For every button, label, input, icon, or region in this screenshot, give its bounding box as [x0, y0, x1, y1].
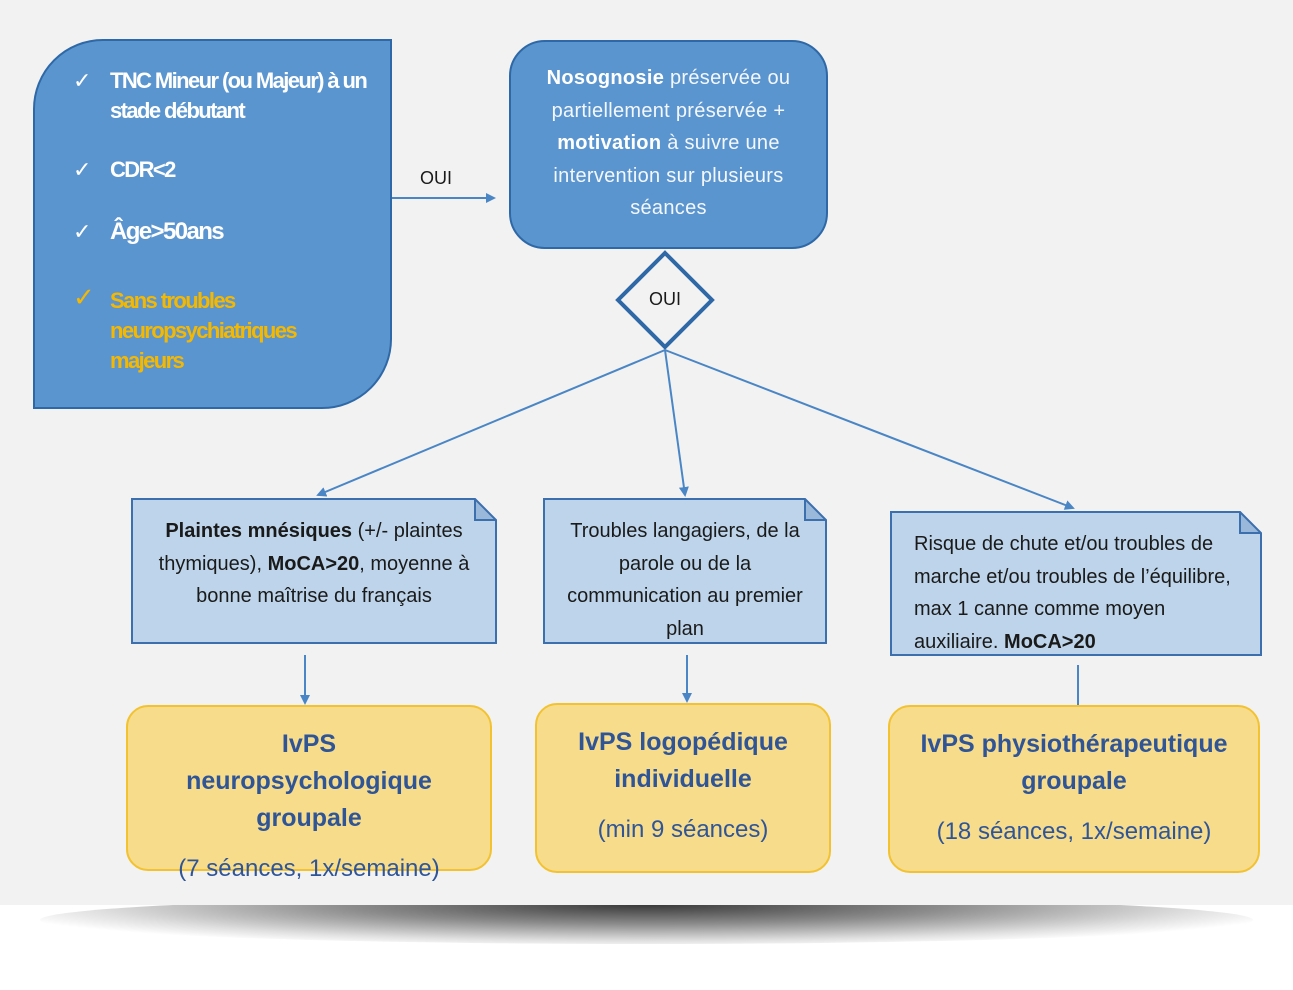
checkmark-icon: ✓: [73, 282, 95, 312]
condition-box-memory: Plaintes mnésiques (+/- plaintes thymiqu…: [131, 498, 497, 644]
intervention-detail: (18 séances, 1x/semaine): [936, 818, 1212, 845]
condition-box-mobility: Risque de chute et/ou troubles de marche…: [890, 511, 1262, 656]
checkmark-icon: ✓: [73, 219, 92, 244]
intervention-box-neuropsychology: IvPS neuropsychologique groupale (7 séan…: [126, 705, 492, 882]
criterion-text: Âge>50ans: [110, 218, 225, 245]
intervention-detail: (7 séances, 1x/semaine): [178, 855, 440, 882]
arrow-diamond-to-branch-1: [316, 349, 666, 497]
folded-corner: [804, 498, 827, 521]
intervention-title: IvPS logopédique individuelle: [578, 728, 788, 793]
decision-diamond: [615, 250, 715, 350]
nosognosie-text: préservée ou partiellement préservée +: [551, 67, 791, 122]
condition-box-language: Troubles langagiers, de la parole ou de …: [543, 498, 827, 644]
criterion-text: TNC Mineur (ou Majeur) à un stade débuta…: [110, 68, 368, 123]
checkmark-icon: ✓: [73, 68, 92, 93]
arrow-label-oui: OUI: [420, 168, 453, 188]
criterion-text: CDR<2: [110, 157, 176, 182]
intervention-title: IvPS physiothérapeutique groupale: [920, 730, 1228, 795]
condition-bold: MoCA>20: [1004, 630, 1096, 653]
condition-text: , moyenne à bonne maîtrise du français: [196, 552, 470, 607]
decision-label-oui: OUI: [648, 289, 681, 309]
nosognosie-bold: Nosognosie: [546, 67, 665, 89]
condition-text: Risque de chute et/ou troubles de marche…: [914, 533, 1231, 653]
condition-bold: MoCA>20: [267, 552, 360, 575]
arrow-diamond-to-branch-2: [664, 349, 689, 497]
folded-corner: [1239, 511, 1262, 534]
condition-bold: Plaintes mnésiques: [165, 520, 353, 542]
inclusion-criteria-box: ✓ TNC Mineur (ou Majeur) à un stade débu…: [33, 39, 392, 409]
intervention-box-speech-therapy: IvPS logopédique individuelle (min 9 séa…: [535, 703, 831, 873]
intervention-detail: (min 9 séances): [597, 816, 769, 843]
nosognosie-box: Nosognosie préservée ou partiellement pr…: [509, 40, 828, 249]
intervention-box-physiotherapy: IvPS physiothérapeutique groupale (18 sé…: [888, 705, 1260, 873]
intervention-title: IvPS neuropsychologique groupale: [186, 730, 432, 832]
folded-corner: [474, 498, 497, 521]
condition-text: (+/- plaintes thymiques),: [158, 520, 463, 575]
arrow-diamond-to-branch-3: [664, 349, 1075, 510]
condition-text: Troubles langagiers, de la parole ou de …: [567, 520, 803, 640]
checkmark-icon: ✓: [73, 157, 92, 182]
motivation-bold: motivation: [557, 132, 662, 154]
motivation-text: à suivre une intervention sur plusieurs …: [553, 132, 784, 219]
inclusion-criteria-shape: [33, 39, 392, 409]
criterion-text: Sans troubles neuropsychiatriques majeur…: [110, 288, 298, 373]
